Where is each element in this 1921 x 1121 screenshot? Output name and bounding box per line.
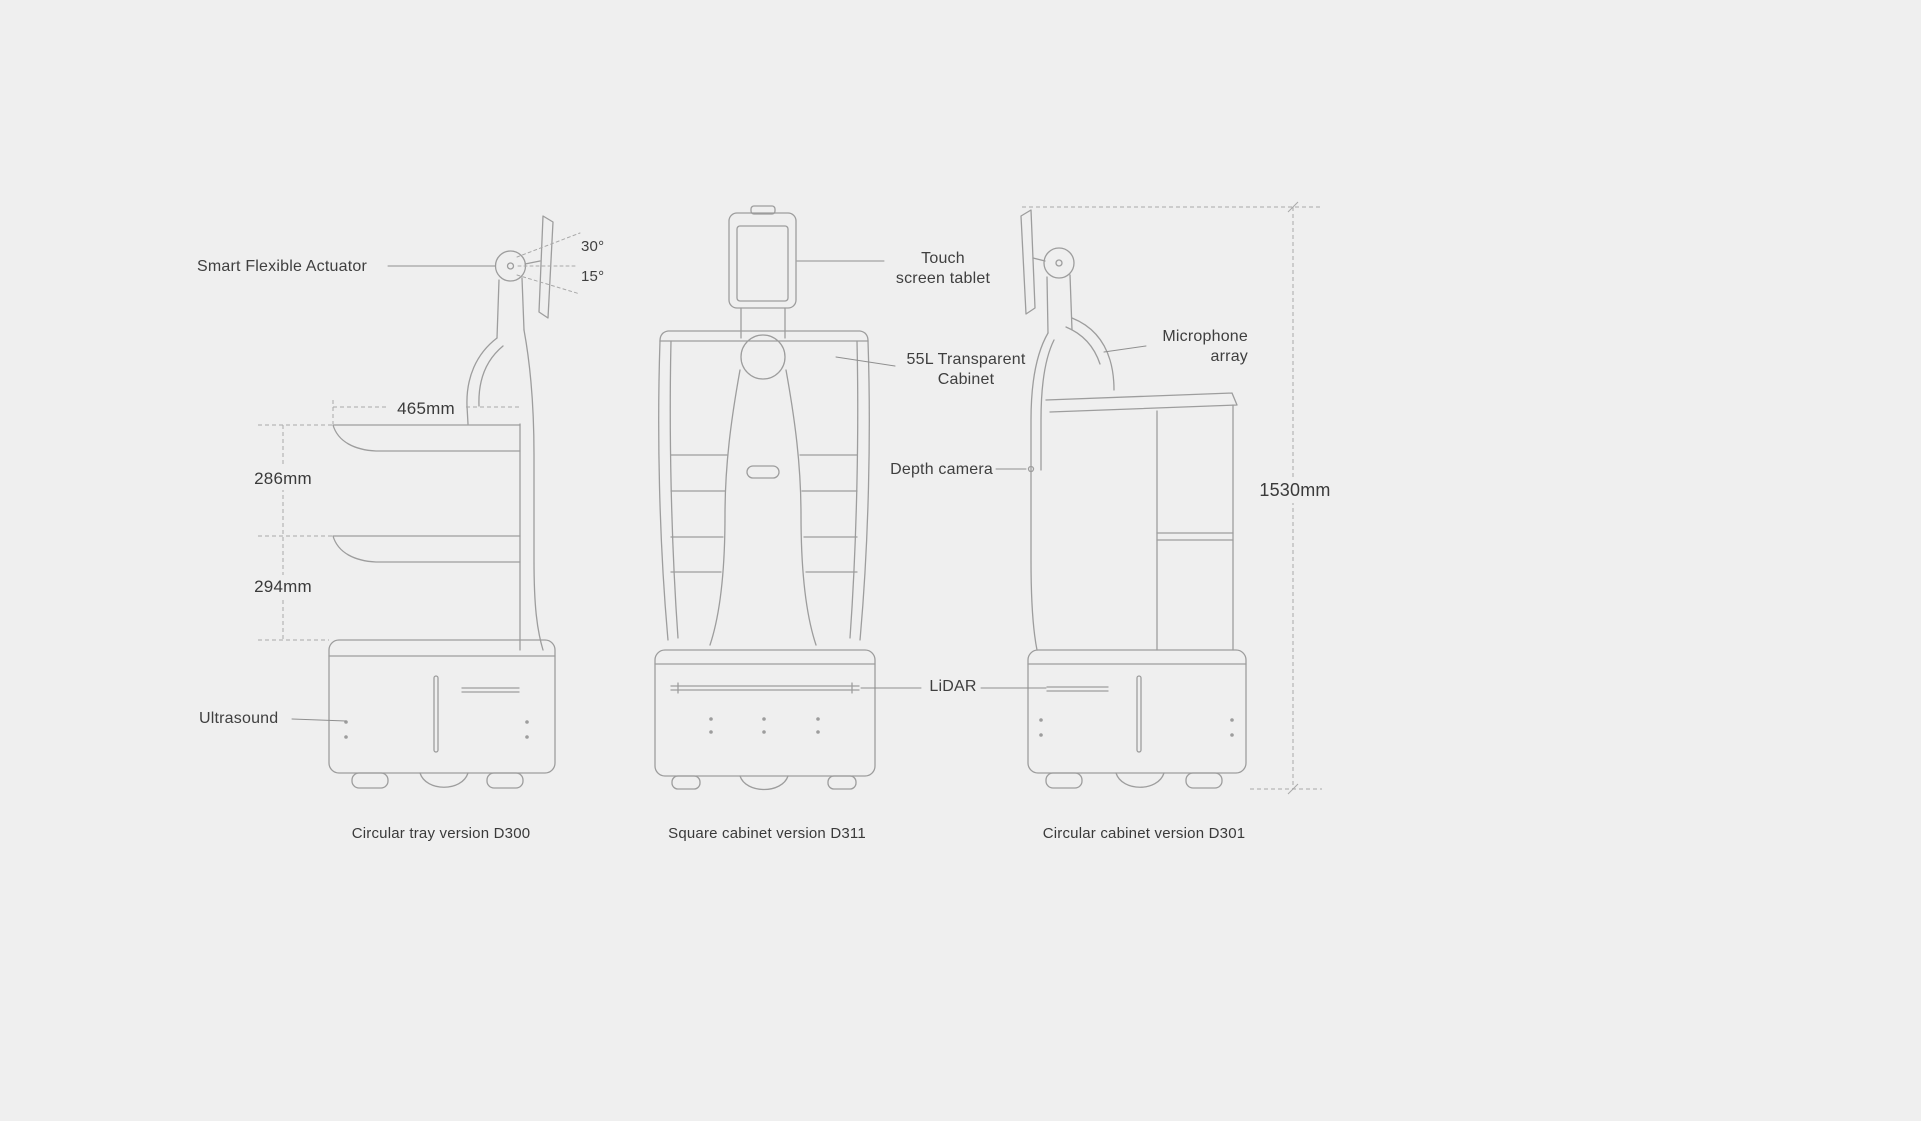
leader-ultrasound bbox=[291, 718, 347, 722]
tray-width-dimension: 465mm bbox=[389, 397, 463, 421]
d301-tablet-edge bbox=[1020, 209, 1036, 315]
d301-depth-camera-mark bbox=[1027, 465, 1035, 473]
tray-gap-lower-dimension: 294mm bbox=[246, 575, 320, 599]
ultrasound-label: Ultrasound bbox=[199, 710, 279, 727]
touch-screen-tablet-label: Touch screen tablet bbox=[895, 250, 991, 287]
d311-shelf-2 bbox=[670, 536, 858, 573]
robot-d311-drawing bbox=[654, 205, 876, 790]
d301-base bbox=[1027, 649, 1247, 774]
d300-ultrasound-dots bbox=[344, 720, 529, 739]
d311-base bbox=[654, 649, 876, 777]
d311-handle bbox=[746, 465, 780, 479]
lidar-label: LiDAR bbox=[929, 678, 977, 695]
d311-cabinet-left-inner bbox=[669, 340, 679, 639]
d311-wheels bbox=[671, 775, 857, 790]
d300-cowl-inner bbox=[478, 345, 504, 407]
d311-cabinet-left bbox=[658, 340, 669, 641]
d301-body-left-outer bbox=[1030, 332, 1049, 651]
d311-neck bbox=[740, 307, 786, 339]
robot-d300-drawing bbox=[328, 215, 581, 789]
d300-tablet-arm bbox=[524, 260, 541, 265]
d300-neck bbox=[496, 277, 525, 339]
d300-base bbox=[328, 639, 556, 774]
total-height-dimension: 1530mm bbox=[1250, 478, 1340, 503]
d311-tablet-notch bbox=[750, 205, 776, 215]
d300-tray-2 bbox=[332, 535, 521, 563]
d300-tablet-edge bbox=[538, 215, 554, 319]
d311-lidar-groove bbox=[670, 682, 860, 694]
d311-shelf-1 bbox=[670, 454, 858, 492]
depth-camera-label: Depth camera bbox=[890, 461, 993, 478]
d311-neck-joint bbox=[740, 334, 786, 380]
d300-tilt-rays bbox=[516, 232, 581, 295]
d301-body-left-inner bbox=[1040, 339, 1055, 471]
caption-d301: Circular cabinet version D301 bbox=[1042, 825, 1246, 842]
dim-tick-bottom bbox=[1287, 783, 1299, 795]
d300-lidar-groove bbox=[461, 687, 520, 693]
d311-tablet bbox=[728, 212, 797, 309]
d301-base-slot bbox=[1136, 675, 1142, 753]
leader-microphone-array bbox=[1103, 345, 1147, 353]
d301-actuator-head bbox=[1043, 247, 1075, 279]
caption-d311: Square cabinet version D311 bbox=[668, 825, 866, 842]
d300-dimension-lines bbox=[258, 400, 520, 641]
d301-cowl-outer bbox=[1071, 317, 1115, 391]
d300-wheels bbox=[351, 772, 524, 789]
leader-transparent-cabinet bbox=[835, 356, 896, 367]
d301-tablet-arm bbox=[1032, 257, 1046, 262]
d311-cabinet-top-lip bbox=[659, 330, 869, 342]
d311-tablet-screen bbox=[736, 225, 789, 302]
caption-d300: Circular tray version D300 bbox=[351, 825, 531, 842]
d301-actuator-hub bbox=[1055, 259, 1063, 267]
d300-actuator-hub bbox=[506, 262, 515, 270]
tilt-angle-down-label: 15° bbox=[581, 268, 605, 285]
d311-cabinet-right-inner bbox=[849, 340, 859, 639]
tray-gap-upper-dimension: 286mm bbox=[246, 467, 320, 491]
d301-ultrasound-dots bbox=[1039, 718, 1234, 737]
microphone-array-label: Microphone array bbox=[1162, 328, 1248, 365]
transparent-cabinet-label: 55L Transparent Cabinet bbox=[906, 351, 1026, 388]
d311-cabinet-right bbox=[859, 340, 870, 641]
d311-ultrasound-dots bbox=[709, 717, 820, 734]
d300-tray-1 bbox=[332, 424, 521, 452]
d300-spine-back bbox=[523, 329, 544, 651]
smart-flexible-actuator-label: Smart Flexible Actuator bbox=[197, 258, 367, 275]
leader-lines bbox=[291, 260, 1147, 722]
tilt-angle-up-label: 30° bbox=[581, 238, 605, 255]
d300-base-slot bbox=[433, 675, 439, 753]
d301-neck bbox=[1046, 274, 1073, 334]
d301-cabinet-top bbox=[1045, 392, 1238, 413]
robot-d301-drawing bbox=[1020, 209, 1247, 789]
d301-wheels bbox=[1045, 772, 1223, 789]
d301-cabinet-shelf bbox=[1156, 532, 1234, 541]
dim-tick-top bbox=[1287, 201, 1299, 213]
d300-cowl-outer bbox=[466, 337, 498, 425]
d301-cowl-inner bbox=[1065, 326, 1101, 365]
d311-column-left bbox=[709, 369, 741, 646]
d301-lidar-groove bbox=[1046, 686, 1109, 692]
d311-column-right bbox=[785, 369, 817, 646]
